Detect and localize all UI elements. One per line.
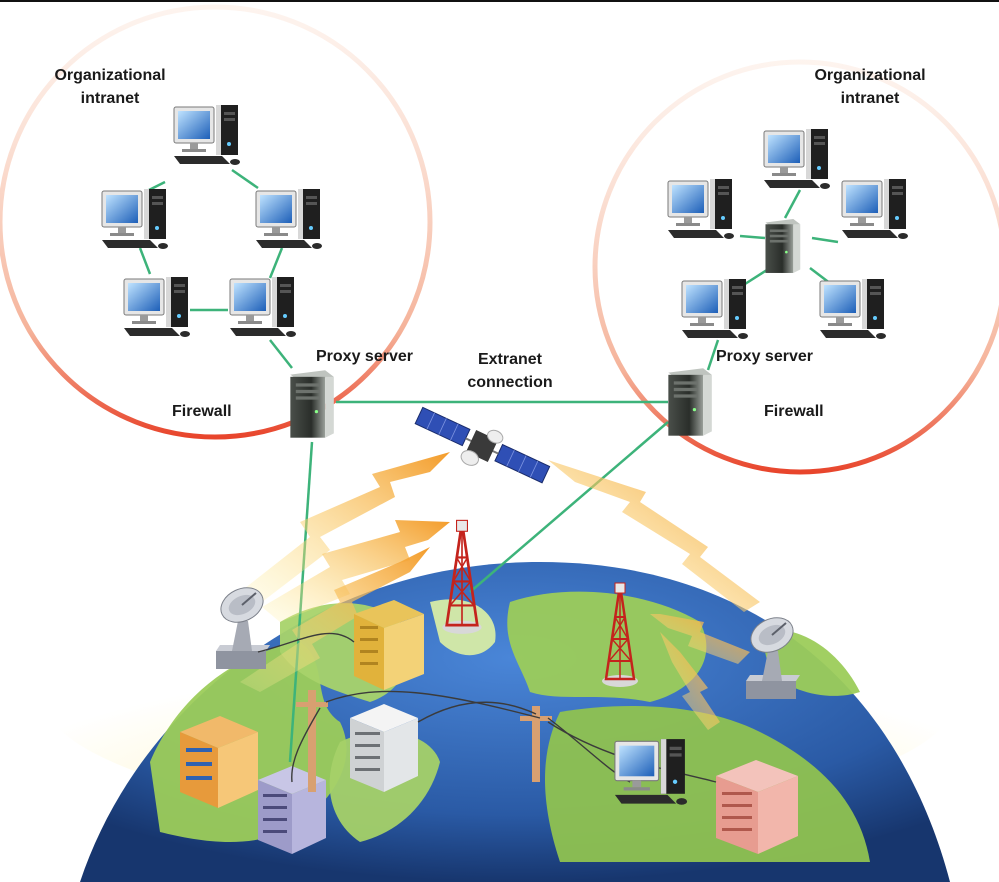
wireless-signals: [240, 452, 760, 730]
label-proxy-left: Proxy server: [316, 348, 413, 365]
label-intranet-left: Organizational intranet: [40, 64, 180, 110]
office-building-icon: [354, 600, 424, 690]
intranet-boundary-right: [592, 59, 999, 475]
label-firewall-left: Firewall: [172, 403, 232, 420]
label-intranet-left-line1: Organizational: [54, 67, 166, 84]
label-intranet-right-line2: intranet: [840, 90, 900, 107]
office-building-icon: [180, 716, 258, 808]
right-workstations: [667, 128, 909, 340]
intranet-boundary-left: [0, 4, 433, 440]
utility-pole-icon: [520, 706, 552, 782]
globe: [40, 562, 960, 882]
desktop-computer-icon: [763, 128, 831, 190]
proxy-server-left-icon: [290, 370, 334, 438]
label-intranet-right-line1: Organizational: [814, 67, 926, 84]
tower-server-icon: [765, 219, 801, 273]
label-intranet-right: Organizational intranet: [800, 64, 940, 110]
label-extranet-line1: Extranet: [477, 351, 543, 368]
proxy-server-right-icon: [668, 368, 712, 436]
office-building-icon: [716, 760, 798, 854]
label-firewall-right: Firewall: [764, 403, 824, 420]
left-workstations: [101, 104, 323, 338]
desktop-computer-icon: [173, 104, 241, 166]
desktop-computer-icon: [123, 276, 191, 338]
label-extranet: Extranet connection: [450, 348, 570, 394]
office-building-icon: [350, 704, 418, 792]
desktop-computer-icon: [229, 276, 297, 338]
label-intranet-left-line2: intranet: [80, 90, 140, 107]
desktop-computer-icon: [819, 278, 887, 340]
desktop-computer-icon: [841, 178, 909, 240]
label-proxy-right: Proxy server: [716, 348, 813, 365]
desktop-computer-icon: [667, 178, 735, 240]
desktop-computer-icon: [255, 188, 323, 250]
desktop-computer-icon: [681, 278, 749, 340]
label-extranet-line2: connection: [467, 374, 553, 391]
satellite-icon: [414, 406, 551, 484]
utility-pole-icon: [296, 690, 328, 792]
desktop-computer-icon: [101, 188, 169, 250]
